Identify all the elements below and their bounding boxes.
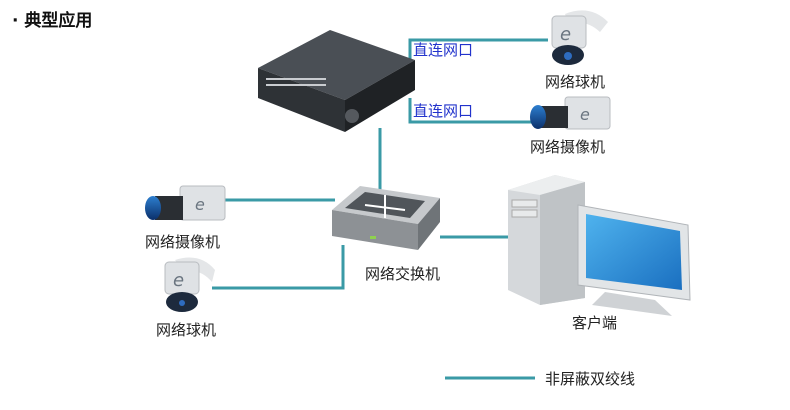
svg-text:e: e [580,105,590,124]
nvr-icon [258,30,415,132]
cable-nvr-dome [408,38,548,62]
box-camera-label: 网络摄像机 [145,233,221,251]
dome-camera-right-icon: e [551,10,608,65]
cables [212,38,548,380]
box-camera-label: 网络摄像机 [530,138,606,156]
box-camera-right-icon: e [530,96,611,130]
dome-camera-label: 网络球机 [156,321,217,339]
direct-port-label: 直连网口 [413,41,474,59]
cable-dome-switch [212,245,345,290]
svg-text:e: e [195,195,205,214]
dome-camera-left-icon: e [164,257,215,312]
box-camera-left-icon: e [145,185,226,221]
cable-nvr-boxcam [408,98,532,124]
switch-icon [332,186,440,250]
section-title: · 典型应用 [12,11,93,31]
svg-text:e: e [560,24,571,45]
dome-camera-label: 网络球机 [545,73,606,91]
client-pc-icon [508,175,691,316]
direct-port-label: 直连网口 [413,102,474,120]
client-label: 客户端 [572,314,618,332]
legend-label: 非屏蔽双绞线 [545,370,636,388]
svg-text:e: e [173,270,184,291]
switch-label: 网络交换机 [365,265,441,283]
